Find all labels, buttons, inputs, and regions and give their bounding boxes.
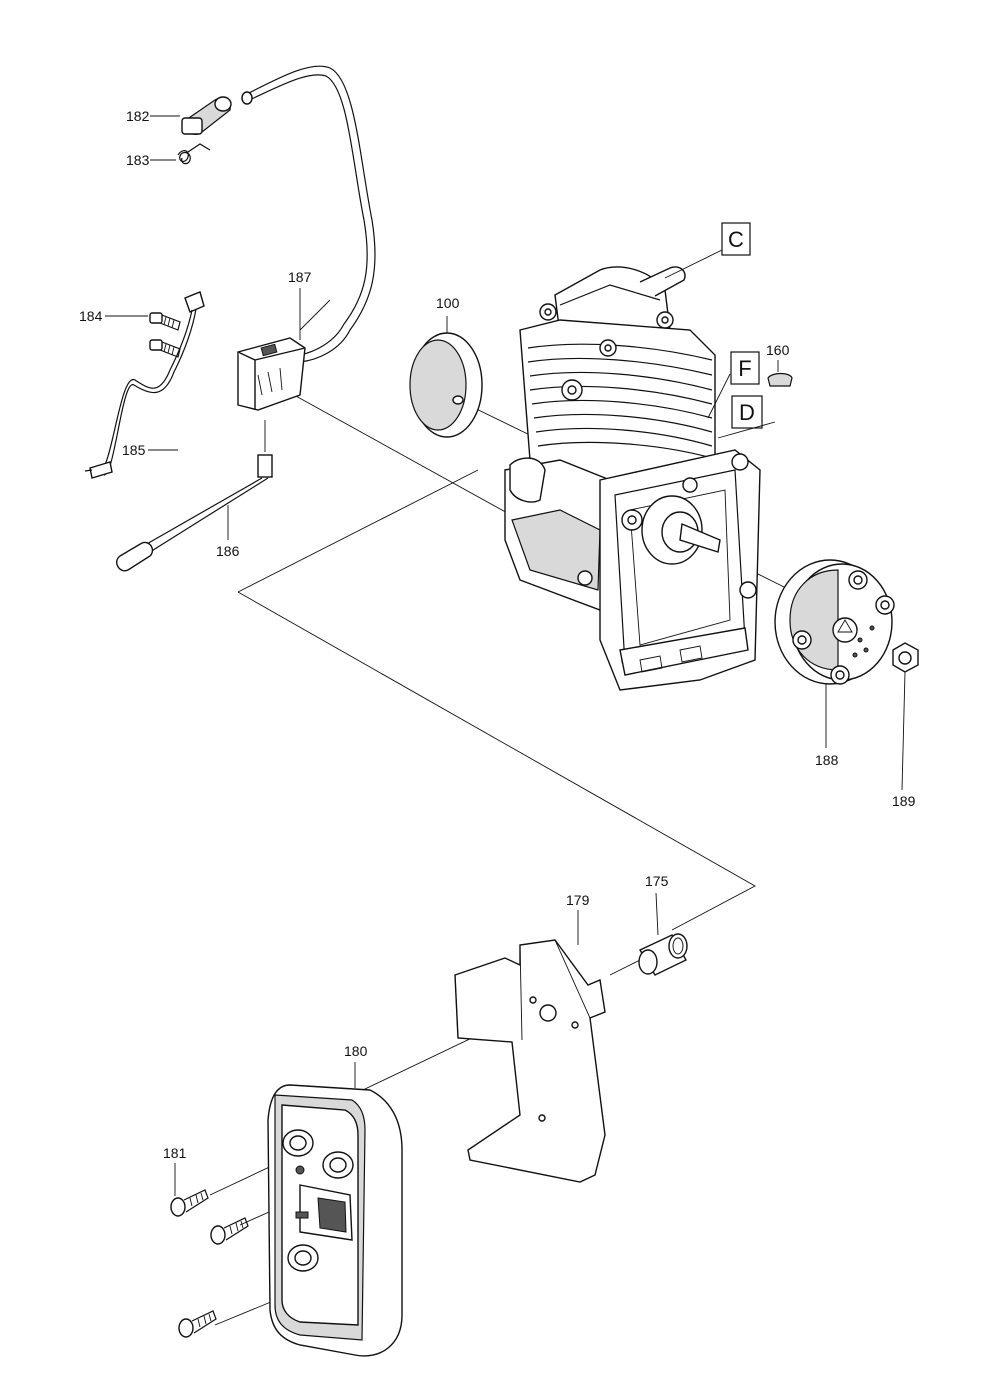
label-189: 189 — [892, 793, 916, 809]
label-100: 100 — [436, 295, 460, 311]
label-179: 179 — [566, 892, 590, 908]
label-188: 188 — [815, 752, 839, 768]
fuel-hose — [241, 65, 376, 363]
part-labels: 182 183 184 187 185 186 100 160 188 189 … — [79, 108, 916, 1161]
part-160-key — [767, 372, 793, 387]
part-180-muffler — [267, 1084, 403, 1357]
label-184: 184 — [79, 308, 103, 324]
part-184-screws — [149, 312, 181, 358]
part-182-cap — [181, 96, 232, 135]
engine-block — [504, 266, 761, 691]
label-182: 182 — [126, 108, 150, 124]
label-187: 187 — [288, 269, 312, 285]
part-188-hub — [774, 559, 895, 685]
part-181-bolts — [170, 1189, 249, 1338]
part-186-cable — [116, 454, 273, 572]
label-160: 160 — [766, 342, 790, 358]
label-183: 183 — [126, 152, 150, 168]
reference-letter-d: D — [739, 400, 755, 425]
reference-box-c: C — [721, 222, 751, 256]
part-183-spring — [177, 143, 211, 165]
reference-box-f: F — [730, 351, 760, 385]
part-100-disc — [409, 332, 483, 438]
part-185-wire — [84, 291, 205, 479]
label-185: 185 — [122, 442, 146, 458]
reference-letter-c: C — [728, 227, 744, 252]
part-187-switch — [237, 337, 306, 411]
part-175-sleeve — [638, 933, 688, 976]
label-180: 180 — [344, 1043, 368, 1059]
reference-letter-f: F — [738, 356, 751, 381]
part-179-bracket — [454, 939, 606, 1183]
cylinder-fins — [527, 343, 713, 459]
reference-box-d: D — [731, 395, 763, 429]
label-175: 175 — [645, 873, 669, 889]
label-186: 186 — [216, 543, 240, 559]
leader-lines — [105, 115, 906, 1196]
label-181: 181 — [163, 1145, 187, 1161]
part-189-nut — [892, 642, 919, 673]
